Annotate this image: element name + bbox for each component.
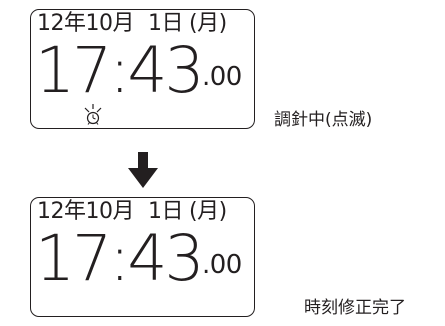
time-hours-minutes: 17:43 bbox=[35, 222, 205, 295]
date-line: 12年10月 1日(月) bbox=[37, 12, 227, 36]
time-seconds: .00 bbox=[202, 62, 242, 92]
date-year: 12年 bbox=[37, 199, 86, 224]
date-year: 12年 bbox=[37, 11, 86, 36]
down-arrow-icon bbox=[128, 152, 158, 188]
date-weekday: (月) bbox=[189, 11, 227, 36]
date-line: 12年10月 1日(月) bbox=[37, 200, 227, 224]
date-month: 10月 bbox=[85, 11, 135, 36]
date-weekday: (月) bbox=[189, 199, 227, 224]
alarm-clock-blinking-icon bbox=[84, 104, 102, 125]
lcd-display-adjusting: 12年10月 1日(月) 17:43 .00 bbox=[30, 9, 255, 129]
lcd-display-complete: 12年10月 1日(月) 17:43 .00 bbox=[30, 197, 255, 317]
caption-adjusting: 調針中(点滅) bbox=[274, 110, 373, 130]
caption-complete: 時刻修正完了 bbox=[304, 298, 406, 318]
time-hours-minutes: 17:43 bbox=[35, 34, 205, 107]
date-month: 10月 bbox=[85, 199, 135, 224]
date-day: 1日 bbox=[148, 199, 184, 224]
date-day: 1日 bbox=[148, 11, 184, 36]
time-seconds: .00 bbox=[202, 250, 242, 280]
